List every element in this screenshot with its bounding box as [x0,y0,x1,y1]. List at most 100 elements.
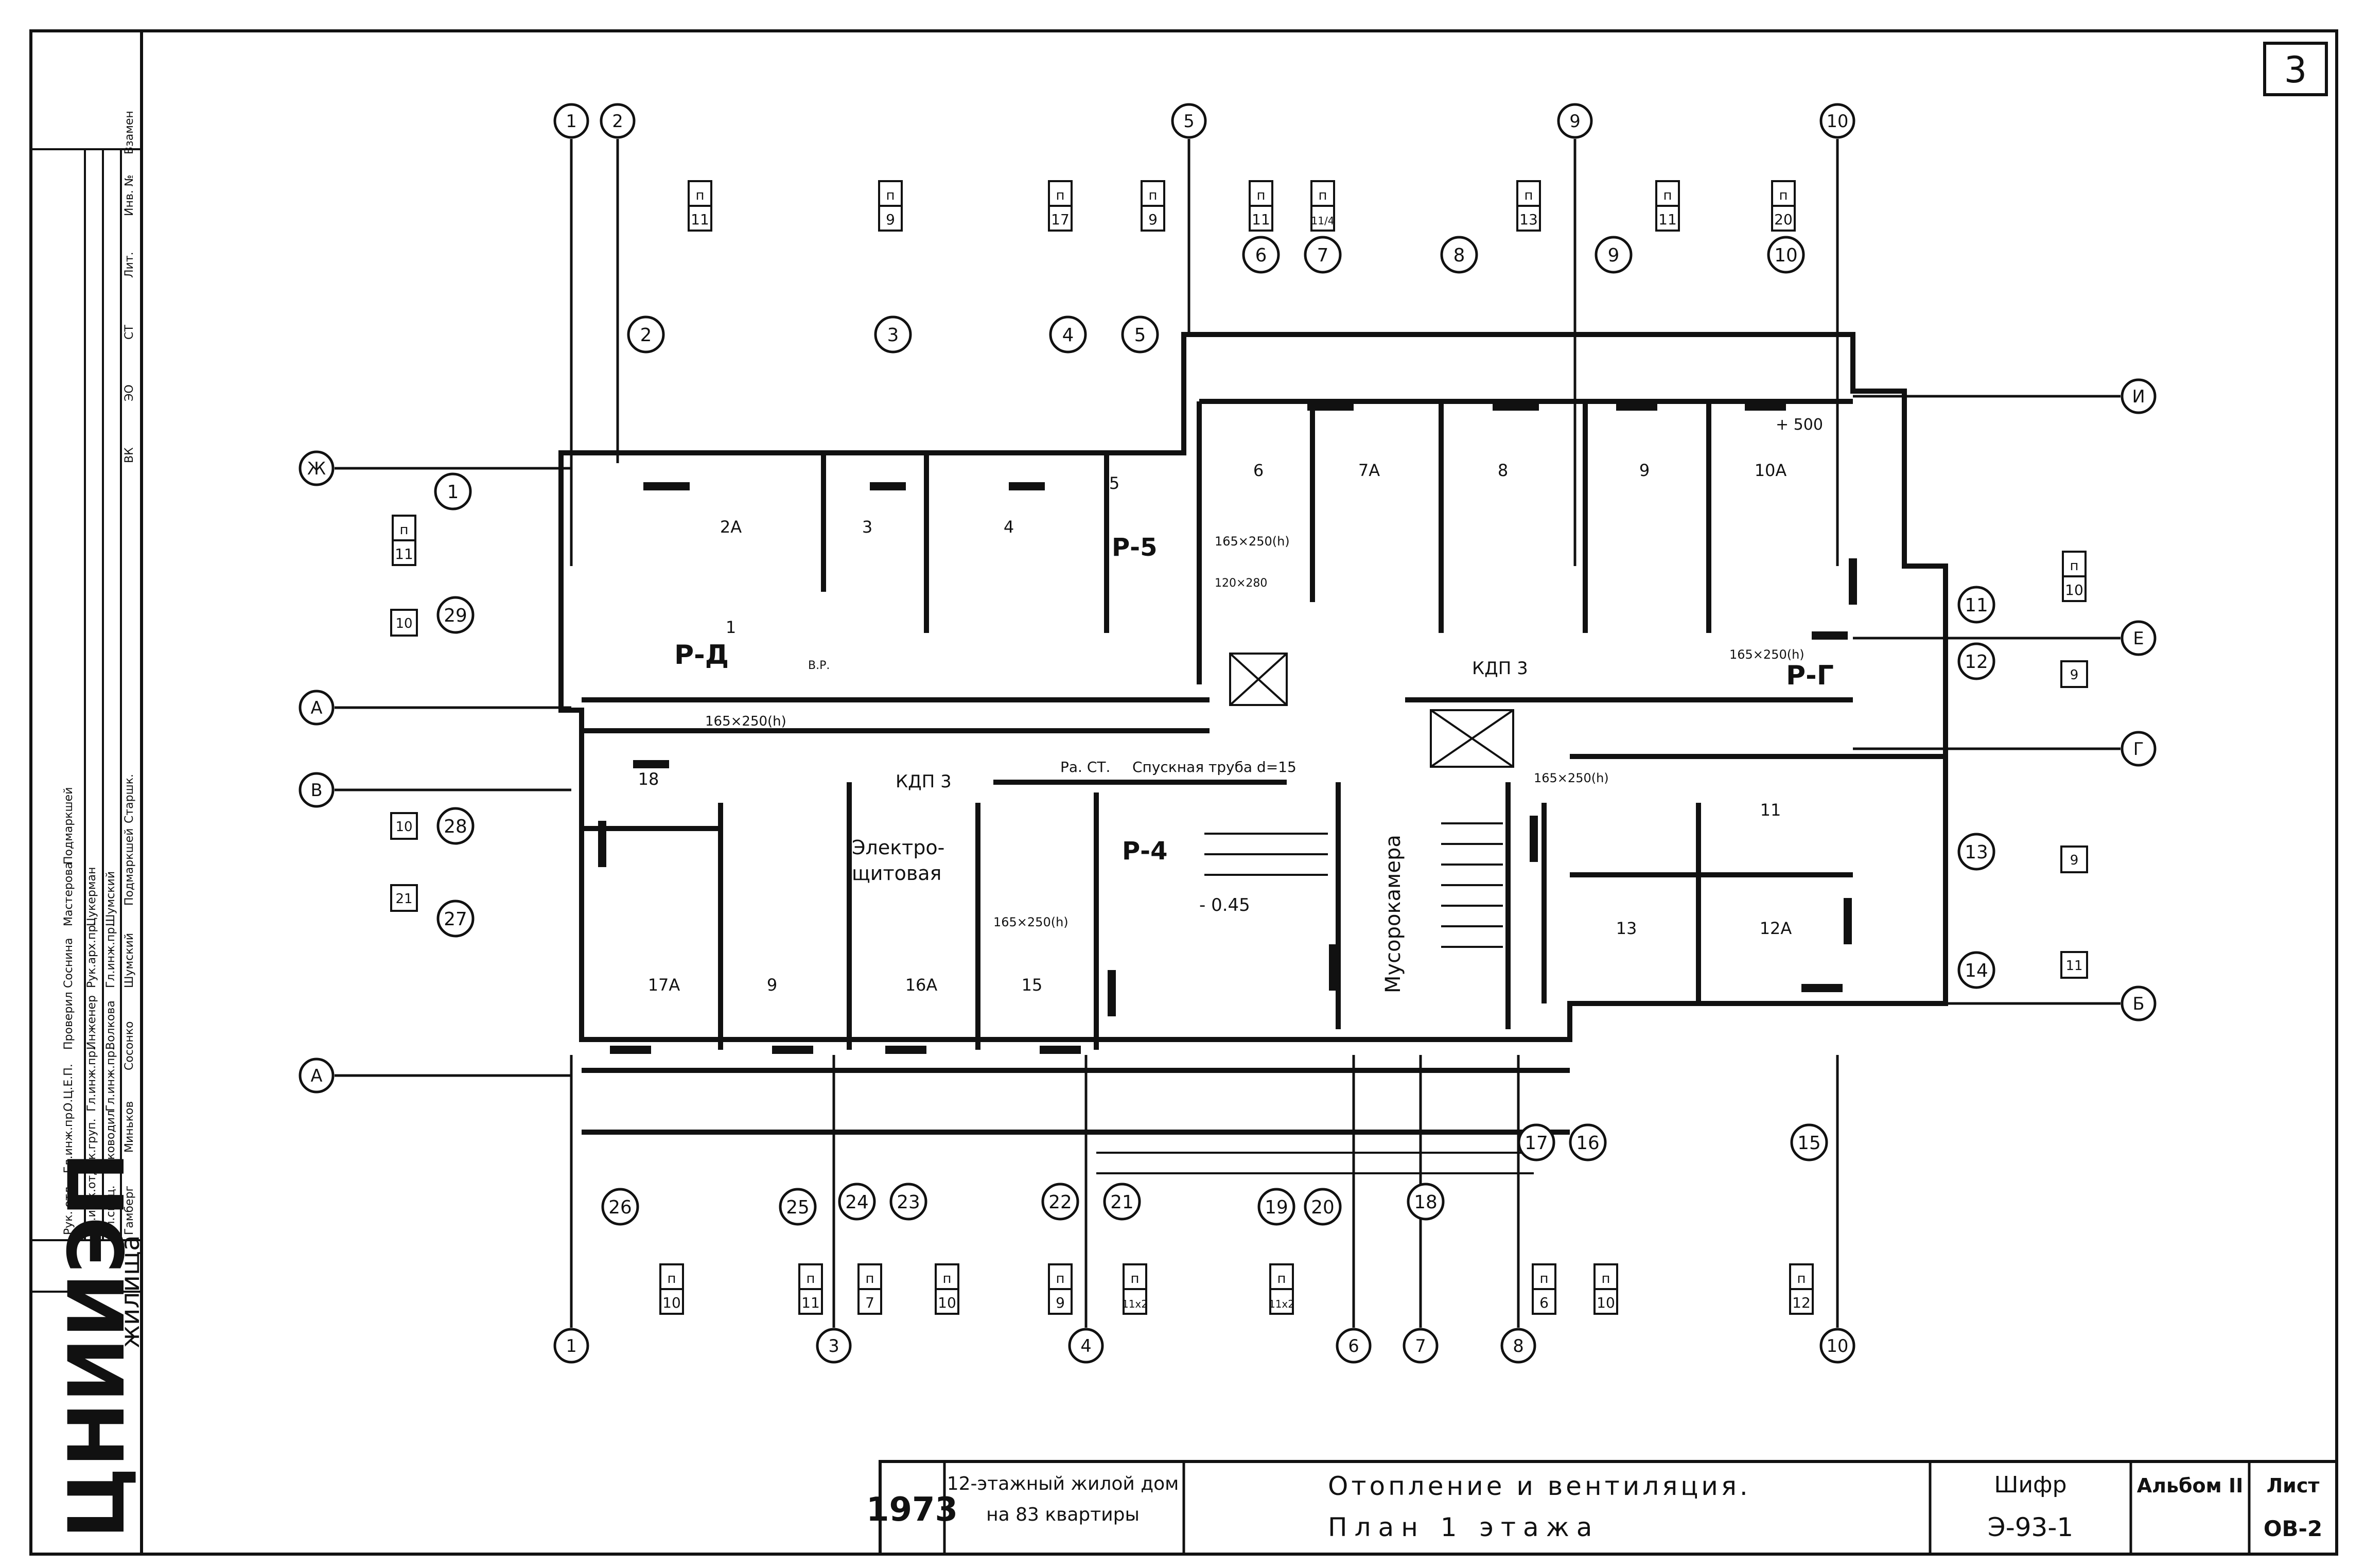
room-label-15: 13 [1616,919,1637,938]
duct-120: 120×280 [1215,577,1267,590]
sheet-label: Лист [2267,1474,2320,1497]
room-label-8: 10А [1755,461,1787,480]
radiator-16 [1812,631,1848,640]
axis-bubble-right-Б-circle [2121,985,2157,1021]
badge-bottom-1-value: 11 [801,1294,820,1311]
stamp-role-16: Цукерман [85,867,98,926]
room-circle-28-label: 28 [444,816,467,837]
axis-bubble-left-3-label: А [311,1066,323,1086]
axis-bubble-top-1-circle [553,103,589,139]
badge-left-3-value: 21 [395,891,412,907]
room-circle-18-circle [1407,1183,1445,1221]
badge-top-3: п9 [1141,180,1165,232]
badge-bottom-0-value: 10 [662,1294,681,1311]
axis-bubble-right-Г-circle [2121,731,2157,767]
room-circle-21-circle [1103,1183,1141,1221]
badge-top-8-value: 20 [1774,211,1793,228]
axis-bubble-left-3-circle [299,1058,335,1094]
binding-margin [29,29,143,1556]
badge-right-2-frame [2060,845,2088,873]
radiator-13 [1801,984,1843,992]
axis-bubble-top-5-circle [1171,103,1207,139]
stamp-roles: Рук. отд.Гл.инж.отд.Гл.спец.Гл.инж.пр.Ру… [62,111,136,1235]
riser-5: Р-5 [1112,533,1158,562]
room-label-2: 4 [1004,517,1014,537]
room-label-16: 11 [1760,800,1781,820]
radiator-17 [1108,970,1116,1016]
axis-bubble-bottom-8-label: 8 [1513,1336,1523,1356]
badge-bottom-9-value: 12 [1792,1294,1811,1311]
room-circle-15-circle [1790,1123,1828,1161]
radiator-15 [1849,558,1857,605]
room-label-9: 1 [726,618,736,637]
room-circle-27-circle [436,900,475,938]
duct-165-c: 165×250(h) [993,915,1068,929]
stamp-role-5: Руководил [104,1110,117,1173]
badge-bottom-4-value: 9 [1056,1294,1065,1311]
radiators [598,402,1857,1054]
drain-pipe-label: Спускная труба d=15 [1132,759,1297,776]
axis-bubble-bottom-1-label: 1 [566,1336,576,1356]
project-line-2: на 83 квартиры [986,1504,1140,1525]
room-circle-26-circle [601,1188,639,1226]
room-label-13: 16А [905,975,938,995]
axis-bubble-bottom-4-label: 4 [1080,1336,1091,1356]
room-circle-7-label: 7 [1317,245,1329,266]
album-label: Альбом II [2137,1474,2243,1497]
stamp-side-3: Лит. [123,252,136,278]
electro-room-2: щитовая [852,862,941,885]
badge-bottom-1-kind: п [807,1271,815,1287]
badge-left-2: 10 [390,812,418,840]
badge-top-7-kind: п [1663,188,1672,203]
axis-bubble-top-1-label: 1 [566,111,576,131]
axis-bubble-right-Е-label: Е [2133,628,2144,648]
badge-top-5-kind: п [1319,188,1327,203]
room-circle-8-label: 8 [1453,245,1465,266]
stamp-role-10: Инженер [85,995,98,1050]
room-circle-10-circle [1767,236,1805,274]
room-circle-20-label: 20 [1311,1197,1334,1218]
radiator-0 [643,482,690,490]
badge-top-0-value: 11 [691,211,709,228]
sheet-title-2: План 1 этажа [1328,1512,1599,1542]
room-circle-2-circle [627,315,665,354]
axis-bubble-top-5-label: 5 [1183,111,1194,131]
radiator-14 [1844,898,1852,944]
ra-st-label: Ра. СТ. [1060,759,1110,776]
radiator-18 [1329,944,1337,991]
radiator-1 [870,482,906,490]
radiator-7 [633,760,669,768]
room-circle-21-label: 21 [1110,1192,1133,1213]
badge-bottom-8-value: 10 [1597,1294,1615,1311]
duct-165-e: 165×250(h) [1534,771,1609,785]
room-circle-16-label: 16 [1576,1133,1599,1154]
stamp-name-4: Подмаркшей [123,828,136,906]
room-circle-3-label: 3 [887,325,899,346]
axis-bubble-right-Г-label: Г [2133,739,2144,759]
sheet-frame [29,29,2338,1556]
sheet-title-1: Отопление и вентиляция. [1328,1471,1751,1501]
room-label-14: 15 [1022,975,1043,995]
room-circle-19-label: 19 [1265,1197,1288,1218]
axis-bubble-top-10-label: 10 [1827,111,1849,131]
room-circle-14-circle [1957,951,1995,989]
axis-bubble-left-1-label: А [311,698,323,718]
badge-left-0-kind: п [400,522,409,538]
badge-right-3-frame [2060,951,2088,979]
room-circle-16-circle [1569,1123,1607,1161]
radiator-5 [1616,402,1657,411]
axis-bubble-bottom-8-circle [1500,1328,1536,1364]
room-circle-2-label: 2 [640,325,652,346]
badge-top-7: п11 [1655,180,1680,232]
riser-g: Р-Г [1786,660,1834,691]
badge-top-8-kind: п [1779,188,1788,203]
axis-bubble-right-И-label: И [2132,386,2145,407]
radiator-9 [610,1046,651,1054]
stamp-role-3: Гл.инж.пр. [62,1109,75,1173]
axis-bubble-top-2-circle [600,103,636,139]
stamp-side-4: Инв. № [123,174,136,216]
sheet-number: 3 [2284,49,2307,91]
